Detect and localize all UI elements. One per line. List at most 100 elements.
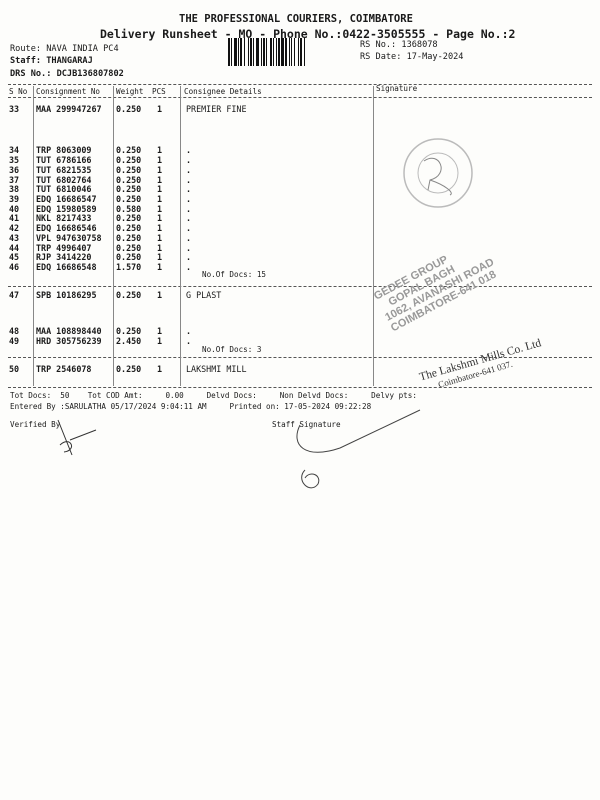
row-weight: 0.250 <box>116 155 142 165</box>
row-weight: 0.580 <box>116 204 142 214</box>
row-pcs: 1 <box>157 104 163 114</box>
row-consignment-no: EDQ 16686548 <box>36 262 97 272</box>
row-pcs: 1 <box>157 194 163 204</box>
row-consignee: . <box>186 336 192 346</box>
row-weight: 0.250 <box>116 104 142 114</box>
row-pcs: 1 <box>157 165 163 175</box>
row-consignee: . <box>186 213 192 223</box>
row-sno: 34 <box>9 145 20 155</box>
row-weight: 0.250 <box>116 326 142 336</box>
row-weight: 0.250 <box>116 243 142 253</box>
row-consignment-no: RJP 3414220 <box>36 252 92 262</box>
row-weight: 0.250 <box>116 233 142 243</box>
row-consignment-no: TUT 6786166 <box>36 155 92 165</box>
row-consignee: . <box>186 184 192 194</box>
row-pcs: 1 <box>157 204 163 214</box>
row-consignee: LAKSHMI MILL <box>186 364 247 374</box>
row-sno: 36 <box>9 165 20 175</box>
row-pcs: 1 <box>157 145 163 155</box>
staff: Staff: THANGARAJ <box>10 56 93 66</box>
row-sno: 43 <box>9 233 20 243</box>
row-consignee: . <box>186 194 192 204</box>
divider <box>8 357 592 358</box>
column-line <box>33 86 34 386</box>
row-weight: 0.250 <box>116 213 142 223</box>
row-weight: 0.250 <box>116 194 142 204</box>
company-title: THE PROFESSIONAL COURIERS, COIMBATORE <box>179 13 413 25</box>
row-pcs: 1 <box>157 175 163 185</box>
row-sno: 37 <box>9 175 20 185</box>
row-pcs: 1 <box>157 252 163 262</box>
row-consignee: . <box>186 175 192 185</box>
drs-number: DRS No.: DCJB136807802 <box>10 69 124 79</box>
divider <box>8 286 592 287</box>
row-consignment-no: EDQ 16686546 <box>36 223 97 233</box>
row-consignment-no: VPL 947630758 <box>36 233 102 243</box>
row-pcs: 1 <box>157 262 163 272</box>
row-consignee: PREMIER FINE <box>186 104 247 114</box>
divider <box>8 387 592 388</box>
row-sno: 46 <box>9 262 20 272</box>
row-weight: 0.250 <box>116 145 142 155</box>
row-consignee: . <box>186 155 192 165</box>
col-consignee: Consignee Details <box>184 87 262 96</box>
row-sno: 33 <box>9 104 20 114</box>
column-line <box>113 86 114 386</box>
premier-stamp <box>403 138 473 208</box>
row-pcs: 1 <box>157 243 163 253</box>
row-consignment-no: MAA 299947267 <box>36 104 102 114</box>
row-consignee: G PLAST <box>186 290 222 300</box>
row-sno: 39 <box>9 194 20 204</box>
row-sno: 48 <box>9 326 20 336</box>
entered-by-line: Entered By :SARULATHA 05/17/2024 9:04:11… <box>10 402 372 411</box>
row-consignment-no: TUT 6802764 <box>36 175 92 185</box>
row-weight: 0.250 <box>116 364 142 374</box>
group-doc-count: No.Of Docs: 15 <box>202 270 267 279</box>
column-line <box>180 86 181 386</box>
row-pcs: 1 <box>157 223 163 233</box>
col-sno: S No <box>9 87 28 96</box>
rs-number: RS No.: 1368078 <box>360 40 438 50</box>
row-sno: 35 <box>9 155 20 165</box>
row-sno: 38 <box>9 184 20 194</box>
row-consignee: . <box>186 326 192 336</box>
row-sno: 42 <box>9 223 20 233</box>
row-pcs: 1 <box>157 233 163 243</box>
row-pcs: 1 <box>157 336 163 346</box>
row-weight: 0.250 <box>116 223 142 233</box>
row-pcs: 1 <box>157 184 163 194</box>
row-consignee: . <box>186 262 192 272</box>
row-consignee: . <box>186 223 192 233</box>
row-consignment-no: MAA 108898440 <box>36 326 102 336</box>
group-doc-count: No.Of Docs: 3 <box>202 345 262 354</box>
row-consignment-no: HRD 305756239 <box>36 336 102 346</box>
route: Route: NAVA INDIA PC4 <box>10 44 119 54</box>
row-consignee: . <box>186 145 192 155</box>
row-weight: 0.250 <box>116 290 142 300</box>
row-weight: 2.450 <box>116 336 142 346</box>
row-pcs: 1 <box>157 326 163 336</box>
row-sno: 41 <box>9 213 20 223</box>
row-consignee: . <box>186 252 192 262</box>
runsheet-subtitle: Delivery Runsheet - MO - Phone No.:0422-… <box>100 27 516 41</box>
row-consignment-no: TRP 4996407 <box>36 243 92 253</box>
row-consignment-no: EDQ 15980589 <box>36 204 97 214</box>
row-pcs: 1 <box>157 155 163 165</box>
row-weight: 0.250 <box>116 184 142 194</box>
col-weight: Weight <box>116 87 144 96</box>
row-consignee: . <box>186 233 192 243</box>
row-weight: 0.250 <box>116 175 142 185</box>
barcode <box>228 38 353 66</box>
row-consignee: . <box>186 165 192 175</box>
staff-signature-label: Staff Signature <box>272 420 341 429</box>
row-sno: 47 <box>9 290 20 300</box>
row-consignment-no: TRP 2546078 <box>36 364 92 374</box>
row-sno: 44 <box>9 243 20 253</box>
totals-line: Tot Docs: 50 Tot COD Amt: 0.00 Delvd Doc… <box>10 391 417 400</box>
row-pcs: 1 <box>157 290 163 300</box>
row-consignee: . <box>186 204 192 214</box>
row-sno: 49 <box>9 336 20 346</box>
row-weight: 0.250 <box>116 252 142 262</box>
row-consignment-no: TUT 6810046 <box>36 184 92 194</box>
